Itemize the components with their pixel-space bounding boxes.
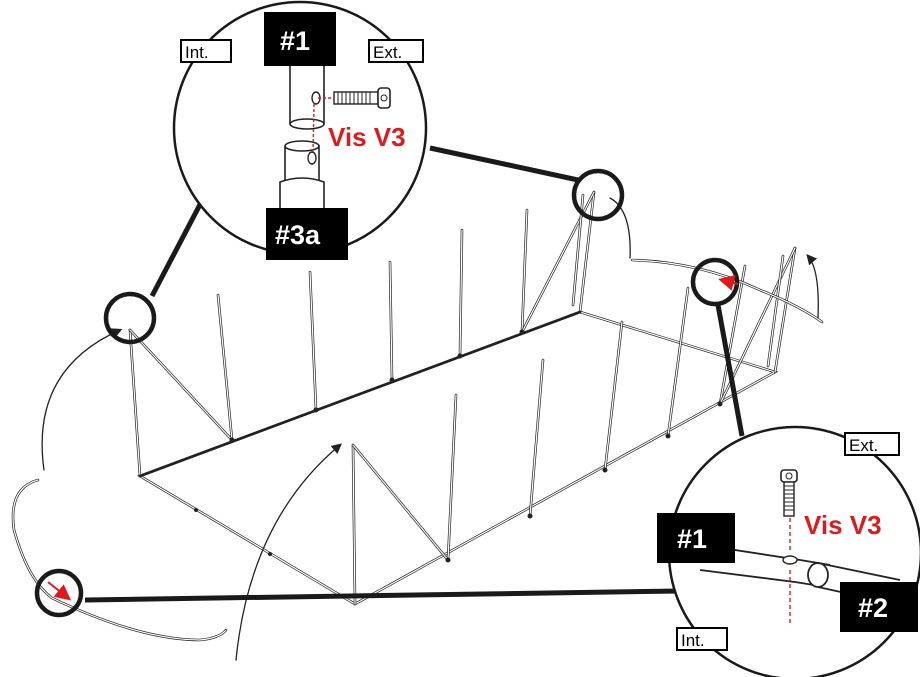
label-ext-right-text: Ext. bbox=[849, 436, 878, 455]
ring-top-right bbox=[571, 168, 625, 222]
label-part-1-right-text: #1 bbox=[677, 524, 707, 554]
frame-joints bbox=[194, 329, 723, 563]
label-screw-right: Vis V3 bbox=[804, 510, 882, 540]
label-ext-top-text: Ext. bbox=[373, 43, 402, 62]
label-screw-top: Vis V3 bbox=[328, 122, 406, 152]
right-side-pole bbox=[630, 258, 824, 324]
screw-icon bbox=[780, 469, 798, 517]
detail-bubble-top: Int. #1 Ext. Vis V3 #3a bbox=[172, 0, 428, 260]
label-part-2-text: #2 bbox=[858, 593, 888, 623]
label-ext-right-inner bbox=[846, 434, 898, 454]
label-part-3a bbox=[266, 208, 348, 260]
callout-connectors bbox=[84, 145, 745, 603]
label-int-top-inner bbox=[182, 41, 230, 61]
tube-joint-icon bbox=[669, 539, 901, 606]
highlight-rings bbox=[34, 168, 740, 618]
screw-icon bbox=[333, 87, 391, 109]
label-part-1-top bbox=[264, 12, 336, 66]
label-ext-top-inner bbox=[370, 41, 422, 61]
frame-long-rail bbox=[138, 310, 582, 478]
label-part-3a-text: #3a bbox=[275, 220, 321, 250]
label-int-top-text: Int. bbox=[185, 43, 209, 62]
rotation-arrow-icon bbox=[41, 197, 819, 661]
frame-uprights-front bbox=[351, 246, 797, 606]
label-part-2 bbox=[840, 582, 918, 632]
label-part-1-top-text: #1 bbox=[280, 26, 310, 56]
label-int-right-inner bbox=[678, 629, 726, 649]
detail-bubble-right: Ext. Vis V3 #1 #2 Int. bbox=[657, 425, 920, 677]
ring-top-left bbox=[103, 291, 157, 345]
frame-uprights-back bbox=[128, 190, 596, 478]
ring-bottom-left bbox=[34, 568, 84, 618]
left-side-pole bbox=[11, 478, 228, 642]
label-part-1-right bbox=[657, 513, 735, 563]
ring-right bbox=[690, 257, 740, 307]
label-int-right-text: Int. bbox=[681, 631, 705, 650]
